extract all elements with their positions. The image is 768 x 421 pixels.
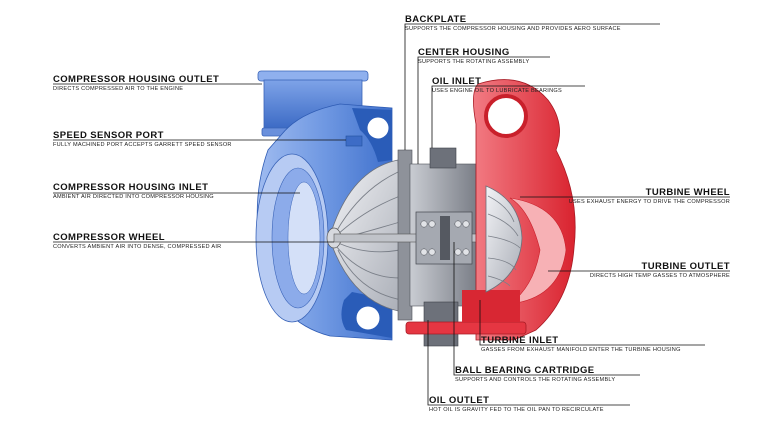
- label-compressor-housing-outlet: COMPRESSOR HOUSING OUTLET DIRECTS COMPRE…: [53, 74, 219, 93]
- turbine-wheel-shape: [485, 185, 523, 293]
- label-description: USES EXHAUST ENERGY TO DRIVE THE COMPRES…: [568, 199, 730, 205]
- label-title: TURBINE WHEEL: [645, 187, 730, 198]
- label-description: GASSES FROM EXHAUST MANIFOLD ENTER THE T…: [481, 347, 681, 353]
- label-title: OIL OUTLET: [429, 395, 490, 406]
- label-description: AMBIENT AIR DIRECTED INTO COMPRESSOR HOU…: [53, 194, 214, 200]
- label-description: FULLY MACHINED PORT ACCEPTS GARRETT SPEE…: [53, 142, 232, 148]
- label-description: USES ENGINE OIL TO LUBRICATE BEARINGS: [432, 88, 562, 94]
- label-description: SUPPORTS AND CONTROLS THE ROTATING ASSEM…: [455, 377, 616, 383]
- label-compressor-wheel: COMPRESSOR WHEEL CONVERTS AMBIENT AIR IN…: [53, 232, 221, 251]
- label-title: TURBINE INLET: [481, 335, 559, 346]
- label-description: DIRECTS HIGH TEMP GASSES TO ATMOSPHERE: [589, 273, 730, 279]
- label-title: COMPRESSOR HOUSING INLET: [53, 182, 209, 193]
- label-description: HOT OIL IS GRAVITY FED TO THE OIL PAN TO…: [429, 407, 604, 413]
- label-description: SUPPORTS THE ROTATING ASSEMBLY: [418, 59, 530, 65]
- label-title: COMPRESSOR HOUSING OUTLET: [53, 74, 220, 85]
- label-description: SUPPORTS THE COMPRESSOR HOUSING AND PROV…: [405, 26, 621, 32]
- label-title: OIL INLET: [432, 76, 482, 87]
- label-turbine-inlet: TURBINE INLET GASSES FROM EXHAUST MANIFO…: [481, 335, 681, 354]
- label-title: COMPRESSOR WHEEL: [53, 232, 165, 243]
- label-turbine-outlet: TURBINE OUTLET DIRECTS HIGH TEMP GASSES …: [590, 261, 730, 280]
- label-title: BALL BEARING CARTRIDGE: [455, 365, 595, 376]
- label-oil-outlet: OIL OUTLET HOT OIL IS GRAVITY FED TO THE…: [429, 395, 604, 414]
- center-housing-shape: [333, 147, 511, 347]
- label-title: CENTER HOUSING: [418, 47, 510, 58]
- label-ball-bearing-cartridge: BALL BEARING CARTRIDGE SUPPORTS AND CONT…: [455, 365, 615, 384]
- label-description: CONVERTS AMBIENT AIR INTO DENSE, COMPRES…: [53, 244, 222, 250]
- label-speed-sensor-port: SPEED SENSOR PORT FULLY MACHINED PORT AC…: [53, 130, 232, 149]
- label-backplate: BACKPLATE SUPPORTS THE COMPRESSOR HOUSIN…: [405, 14, 621, 33]
- label-compressor-housing-inlet: COMPRESSOR HOUSING INLET AMBIENT AIR DIR…: [53, 182, 214, 201]
- label-turbine-wheel: TURBINE WHEEL USES EXHAUST ENERGY TO DRI…: [569, 187, 730, 206]
- label-description: DIRECTS COMPRESSED AIR TO THE ENGINE: [53, 86, 184, 92]
- label-oil-inlet: OIL INLET USES ENGINE OIL TO LUBRICATE B…: [432, 76, 562, 95]
- label-title: SPEED SENSOR PORT: [53, 130, 164, 141]
- label-title: TURBINE OUTLET: [641, 261, 730, 272]
- label-title: BACKPLATE: [405, 14, 467, 25]
- leader-lines: [53, 23, 730, 406]
- label-center-housing: CENTER HOUSING SUPPORTS THE ROTATING ASS…: [418, 47, 529, 66]
